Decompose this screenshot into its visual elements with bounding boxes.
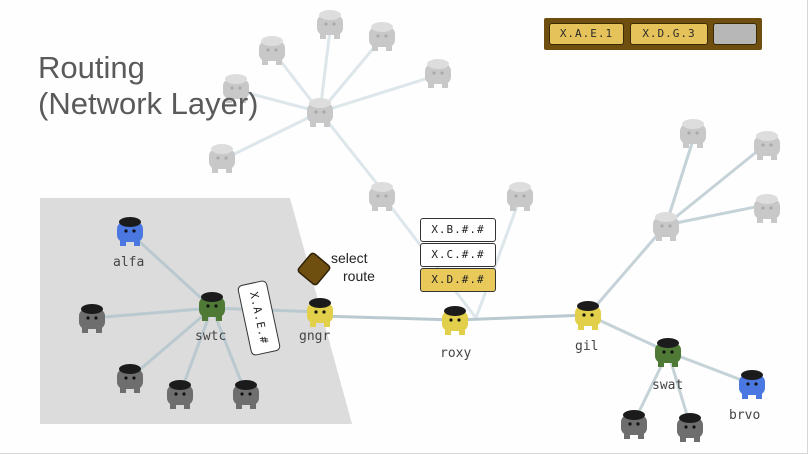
node-faded-host-icon[interactable] xyxy=(425,59,451,88)
node-label-brvo: brvo xyxy=(729,408,761,423)
node-gil-icon[interactable] xyxy=(575,301,601,330)
node-faded-host-icon[interactable] xyxy=(507,182,533,211)
node-faded-host-icon[interactable] xyxy=(223,74,249,103)
node-faded-router-icon[interactable] xyxy=(369,182,395,211)
node-host-icon[interactable] xyxy=(621,410,647,439)
node-faded-host-icon[interactable] xyxy=(754,194,780,223)
node-host-icon[interactable] xyxy=(233,380,259,409)
node-label-gil: gil xyxy=(575,339,599,354)
node-swtc-icon[interactable] xyxy=(199,292,225,321)
select-hint-line-1: select xyxy=(331,250,368,266)
packet-label: X.A.E.# xyxy=(247,290,271,346)
address-slot-1[interactable]: X.A.E.1 xyxy=(549,23,624,45)
node-roxy-icon[interactable] xyxy=(442,306,468,335)
node-label-roxy: roxy xyxy=(440,346,472,361)
address-bar: X.A.E.1 X.D.G.3 xyxy=(544,18,762,50)
node-faded-host-icon[interactable] xyxy=(317,10,343,39)
node-brvo-icon[interactable] xyxy=(739,370,765,399)
node-faded-host-icon[interactable] xyxy=(754,131,780,160)
node-host-icon[interactable] xyxy=(167,380,193,409)
node-label-gngr: gngr xyxy=(299,329,331,344)
node-gngr-icon[interactable] xyxy=(307,298,333,327)
node-host-icon[interactable] xyxy=(117,364,143,393)
route-option-3[interactable]: X.D.#.# xyxy=(420,268,496,292)
address-slot-2[interactable]: X.D.G.3 xyxy=(630,23,708,45)
node-faded-host-icon[interactable] xyxy=(680,119,706,148)
route-option-2[interactable]: X.C.#.# xyxy=(420,243,496,267)
node-label-swtc: swtc xyxy=(195,329,227,344)
node-faded-host-icon[interactable] xyxy=(369,22,395,51)
node-faded-router-icon[interactable] xyxy=(653,212,679,241)
title-line-1: Routing xyxy=(38,50,145,85)
local-network-region xyxy=(40,198,352,424)
right-links xyxy=(586,139,766,426)
packet[interactable]: X.A.E.# xyxy=(236,279,282,357)
node-host-icon[interactable] xyxy=(79,304,105,333)
node-host-icon[interactable] xyxy=(677,413,703,442)
node-faded-router-icon[interactable] xyxy=(307,98,333,127)
select-hint-line-2: route xyxy=(343,268,375,284)
node-label-swat: swat xyxy=(652,378,684,393)
address-slot-3[interactable] xyxy=(713,23,757,45)
route-option-1[interactable]: X.B.#.# xyxy=(420,218,496,242)
node-swat-icon[interactable] xyxy=(655,338,681,367)
title-line-2: (Network Layer) xyxy=(38,86,259,121)
main-links xyxy=(91,231,589,395)
node-faded-host-icon[interactable] xyxy=(209,144,235,173)
node-label-alfa: alfa xyxy=(113,255,145,270)
route-hint-card xyxy=(297,252,331,286)
upper-links xyxy=(221,29,522,319)
node-faded-host-icon[interactable] xyxy=(259,36,285,65)
page-title: Routing (Network Layer) xyxy=(38,50,259,122)
node-alfa-icon[interactable] xyxy=(117,217,143,246)
